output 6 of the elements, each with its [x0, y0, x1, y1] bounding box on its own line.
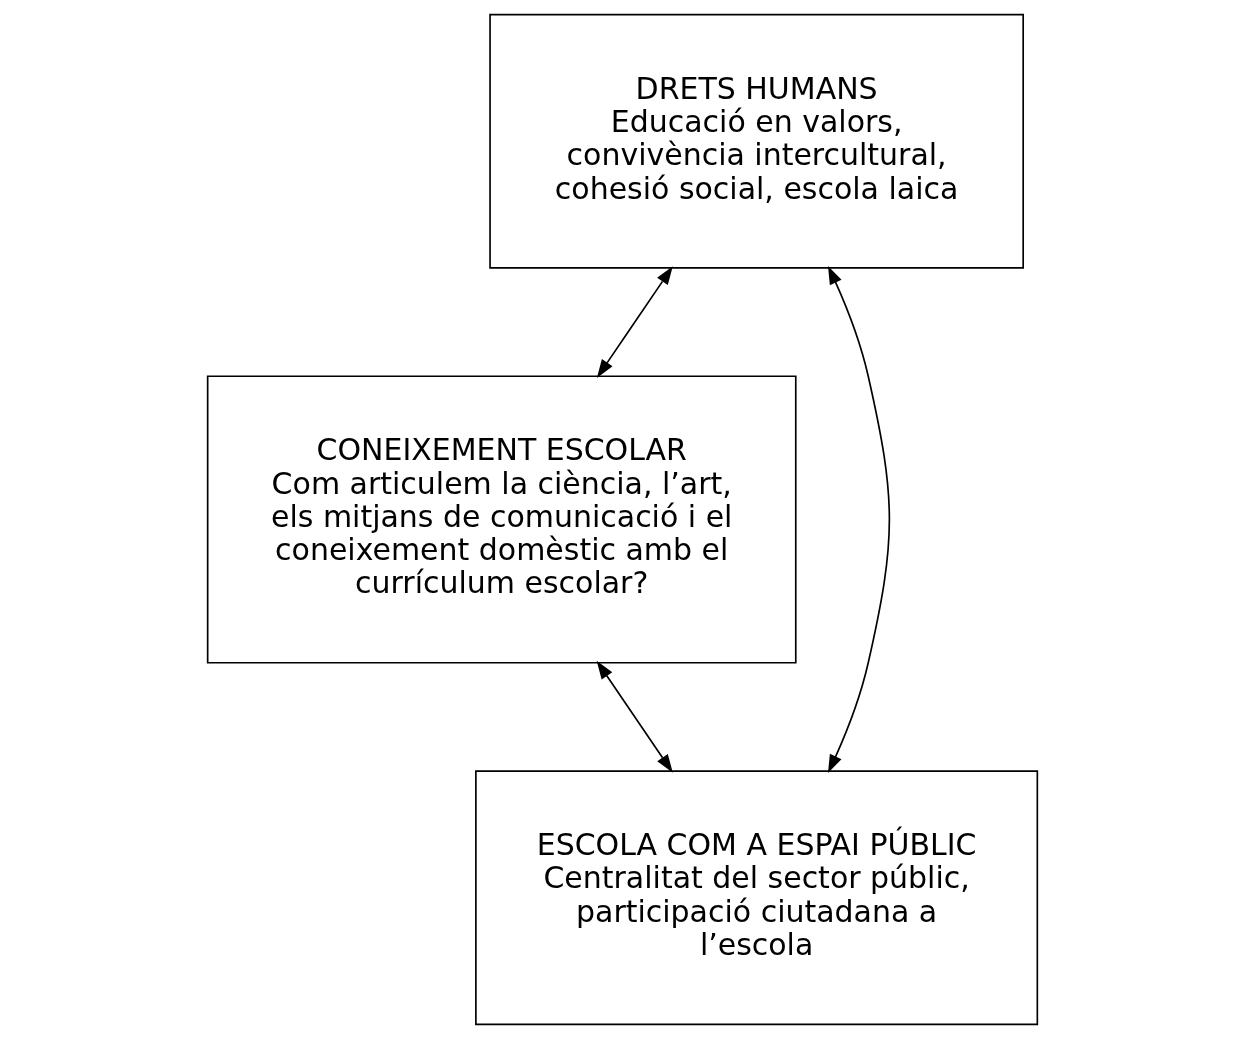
arrow	[596, 660, 673, 773]
node-box: ESCOLA COM A ESPAI PÚBLIC Centralitat del sector públic, participació ciutadana a l’escola	[475, 770, 1039, 1026]
node-box: DRETS HUMANS Educació en valors, convivència intercultural, cohesió social, escola laica	[489, 13, 1024, 269]
arrow	[828, 265, 891, 774]
arrow	[596, 266, 673, 378]
node-box: CONEIXEMENT ESCOLAR Com articulem la ciència, l’art, els mitjans de comunicació i el coneixement domèstic amb el currículum escolar?	[206, 375, 797, 664]
